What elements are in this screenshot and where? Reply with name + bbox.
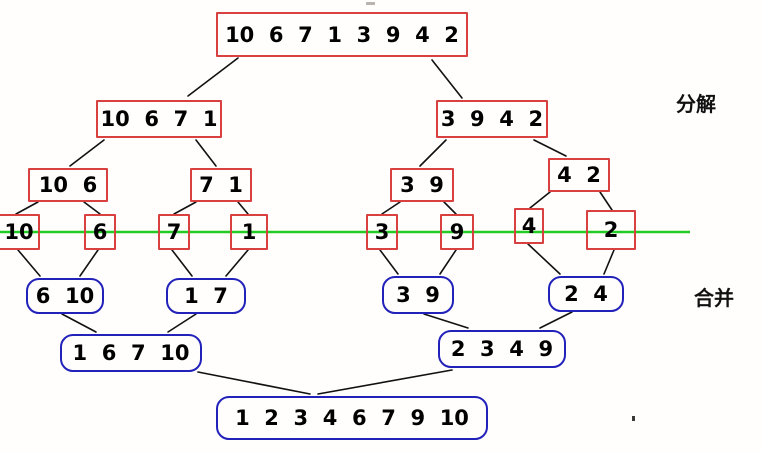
edge-s3-l1: [83, 201, 101, 215]
edge-l2-m1: [171, 249, 193, 277]
merge-box-m1: 1 7: [166, 278, 246, 314]
top-edge-artifact: [366, 2, 375, 5]
leaf-box-l3: 1: [230, 214, 268, 250]
edge-s2-s5: [419, 139, 447, 167]
edge-s4-l3: [237, 201, 249, 215]
leaf-box-l7: 2: [586, 210, 636, 250]
edge-s5-l5: [443, 201, 457, 215]
merge-box-m6: 1 2 3 4 6 7 9 10: [216, 396, 488, 440]
edge-m2-m5: [423, 313, 469, 329]
leaf-box-l1: 6: [84, 214, 116, 250]
edge-m5-m6: [317, 369, 453, 395]
edge-l1-m0: [79, 249, 99, 277]
leaf-box-l4: 3: [366, 214, 398, 250]
stray-dot-artifact: [632, 416, 635, 421]
edge-s6-l7: [599, 191, 613, 211]
edge-s4-l2: [173, 201, 197, 215]
merge-box-m2: 3 9: [382, 276, 454, 314]
edge-s1-s4: [195, 139, 217, 167]
edge-s2-s6: [533, 139, 567, 157]
leaf-box-l2: 7: [158, 214, 190, 250]
edge-s6-l6: [529, 191, 551, 209]
edge-s0-s2: [431, 59, 463, 99]
split-box-s1: 10 6 7 1: [96, 100, 222, 138]
split-box-s5: 3 9: [390, 168, 454, 202]
edge-s0-s1: [187, 57, 239, 97]
split-box-s6: 4 2: [548, 158, 610, 192]
leaf-box-l0: 10: [0, 214, 40, 250]
split-box-s0: 10 6 7 1 3 9 4 2: [216, 12, 468, 57]
merge-box-m4: 1 6 7 10: [60, 334, 202, 372]
merge-box-m0: 6 10: [26, 278, 104, 314]
edge-m3-m5: [539, 311, 573, 329]
edge-l3-m1: [225, 249, 249, 277]
merge-phase-label: 合并: [694, 286, 734, 310]
divide-phase-label: 分解: [676, 92, 716, 116]
edge-l0-m0: [17, 249, 41, 277]
edge-l7-m3: [603, 249, 615, 275]
merge-box-m3: 2 4: [548, 276, 624, 312]
split-box-s4: 7 1: [190, 168, 252, 202]
edge-l6-m3: [527, 243, 561, 275]
leaf-box-l6: 4: [514, 208, 544, 244]
edge-s5-l4: [381, 201, 401, 215]
edge-m1-m4: [167, 313, 197, 333]
edge-l5-m2: [439, 249, 457, 275]
leaf-box-l5: 9: [440, 214, 474, 250]
split-box-s2: 3 9 4 2: [436, 100, 548, 138]
edge-m4-m6: [197, 371, 311, 395]
edge-l4-m2: [379, 249, 399, 275]
split-box-s3: 10 6: [28, 168, 108, 202]
edge-s3-l0: [15, 201, 39, 215]
edge-s1-s3: [69, 139, 105, 167]
merge-box-m5: 2 3 4 9: [438, 330, 566, 368]
edge-m0-m4: [61, 313, 97, 333]
